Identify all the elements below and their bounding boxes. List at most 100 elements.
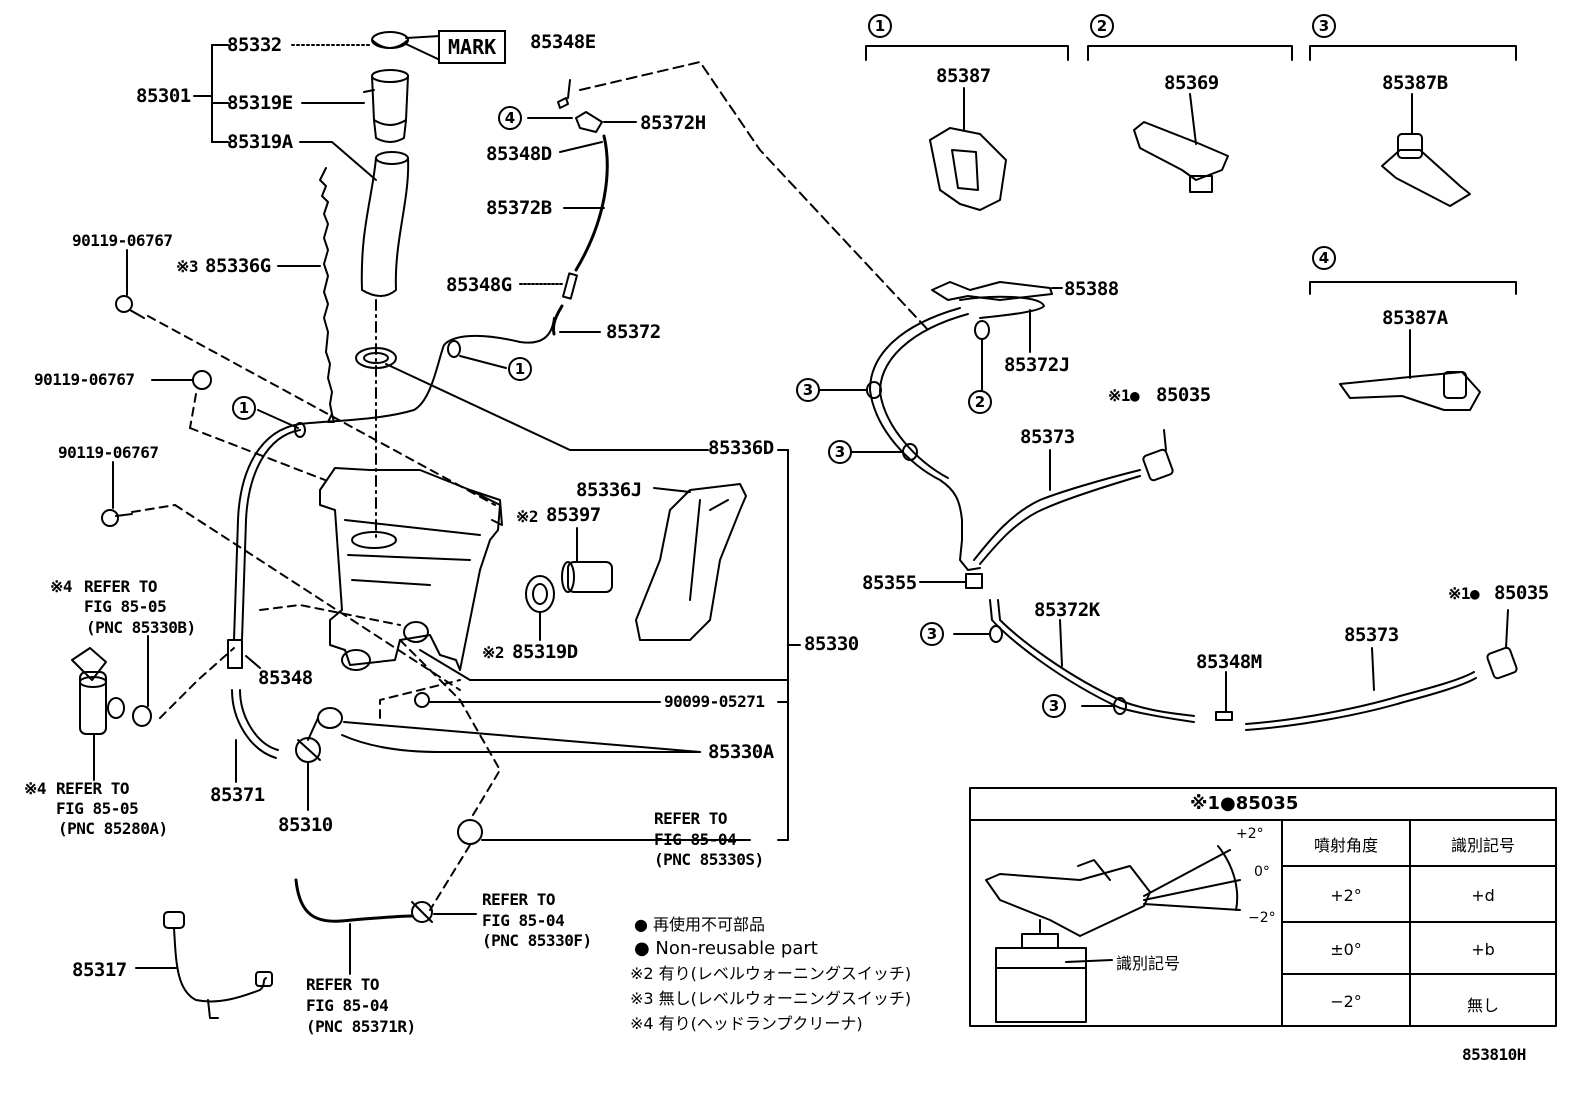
legend-nonreusable-en: ● Non-reusable part	[634, 938, 818, 959]
angle-label-mid: 0°	[1254, 864, 1270, 880]
part-label-85336J: 85336J	[576, 479, 642, 501]
callout-4-header: 4	[1312, 246, 1336, 270]
diagram-id: 853810H	[1462, 1045, 1526, 1064]
part-label-85372B: 85372B	[486, 197, 552, 219]
refer-85330F-l3: (PNC 85330F)	[482, 931, 592, 950]
callout-3-d: 3	[1042, 694, 1066, 718]
pump-85310	[295, 707, 343, 811]
part-label-85330A: 85330A	[708, 741, 774, 763]
switch-85397	[561, 527, 613, 593]
part-label-85317: 85317	[72, 959, 127, 981]
mark-box: MARK	[438, 30, 507, 64]
table-row-3-angle: −2°	[1330, 992, 1362, 1011]
marker-3: ※3	[176, 257, 199, 276]
part-label-90119-b: 90119-06767	[34, 370, 135, 389]
table-row-3-mark: 無し	[1466, 996, 1499, 1015]
callout-3-b: 3	[828, 440, 852, 464]
table-row-2-mark: +b	[1471, 940, 1495, 959]
marker-1b: ※1●	[1448, 584, 1480, 603]
nozzle-spec-table	[969, 787, 1557, 1027]
inlet-85319E	[301, 69, 409, 143]
part-label-85348E: 85348E	[530, 31, 596, 53]
part-label-85348D: 85348D	[486, 143, 552, 165]
part-label-85310: 85310	[278, 814, 333, 836]
callout-2-header: 2	[1090, 14, 1114, 38]
part-label-85387B: 85387B	[1382, 72, 1448, 94]
part-label-85373-a: 85373	[1020, 426, 1075, 448]
refer-85330F-l2: FIG 85-04	[482, 911, 565, 930]
part-label-85332: 85332	[227, 34, 282, 56]
screw-90119-c	[101, 461, 461, 691]
table-row-1-mark: +d	[1471, 886, 1495, 905]
clamp-85387B	[1381, 93, 1471, 207]
part-label-85348: 85348	[258, 667, 313, 689]
part-label-85369: 85369	[1164, 72, 1219, 94]
part-label-85330: 85330	[804, 633, 859, 655]
part-label-85397: 85397	[546, 504, 601, 526]
part-label-85387: 85387	[936, 65, 991, 87]
level-gauge-85336G	[277, 167, 335, 423]
callout-4-nozzle: 4	[498, 106, 522, 130]
callout-2-right: 2	[968, 390, 992, 414]
clamp-85387A	[1339, 329, 1481, 411]
bracket-85330	[419, 449, 801, 841]
part-label-90119-a: 90119-06767	[72, 231, 173, 250]
part-label-85319D: 85319D	[512, 641, 578, 663]
callout-1-hose-a: 1	[508, 357, 532, 381]
part-label-90119-c: 90119-06767	[58, 443, 159, 462]
washer-tank-85330	[319, 467, 503, 671]
refer-85330B-l1: REFER TO	[84, 577, 158, 596]
leader-85330A	[343, 721, 701, 753]
assembly-bracket-85301	[193, 44, 229, 143]
refer-85280A-l2: FIG 85-05	[56, 799, 139, 818]
part-label-85387A: 85387A	[1382, 307, 1448, 329]
part-label-85371: 85371	[210, 784, 265, 806]
part-label-85372J: 85372J	[1004, 354, 1070, 376]
cover-85336J	[635, 483, 747, 641]
legend-note-3: ※3 無し(レベルウォーニングスイッチ)	[630, 989, 912, 1008]
angle-label-top: +2°	[1236, 826, 1264, 842]
legend-note-4: ※4 有り(ヘッドランプクリーナ)	[630, 1014, 863, 1033]
refer-85371R-l1: REFER TO	[306, 975, 380, 994]
refer-85330B-l3: (PNC 85330B)	[86, 618, 196, 637]
marker-4a: ※4	[50, 577, 73, 596]
part-label-85372K: 85372K	[1034, 599, 1100, 621]
refer-85330S-l2: FIG 85-04	[654, 830, 737, 849]
legend-note-2: ※2 有り(レベルウォーニングスイッチ)	[630, 964, 912, 983]
refer-85330F-l1: REFER TO	[482, 890, 556, 909]
filler-tube-85319A	[299, 141, 410, 297]
part-label-90099: 90099-05271	[664, 692, 765, 711]
screw-90119-a	[115, 249, 496, 506]
table-title: ※1●85035	[1190, 793, 1299, 814]
motor-85330F	[411, 901, 477, 923]
callout-3-c: 3	[920, 622, 944, 646]
refer-85330S-l1: REFER TO	[654, 809, 728, 828]
cap-85332	[291, 31, 441, 61]
refer-85371R-l2: FIG 85-04	[306, 996, 389, 1015]
callout-3-a: 3	[796, 378, 820, 402]
refer-85330B-l2: FIG 85-05	[84, 597, 167, 616]
marker-2a: ※2	[516, 507, 539, 526]
table-row-1-angle: +2°	[1330, 886, 1362, 905]
clamp-85369	[1133, 93, 1229, 193]
clamp-groups-header	[865, 45, 1517, 295]
refer-85371R-l3: (PNC 85371R)	[306, 1017, 416, 1036]
part-label-85373-b: 85373	[1344, 624, 1399, 646]
part-label-85355: 85355	[862, 572, 917, 594]
marker-1a: ※1●	[1108, 386, 1140, 405]
headlamp-pump	[71, 635, 235, 781]
refer-85330S-l3: (PNC 85330S)	[654, 850, 764, 869]
part-label-85035-b: 85035	[1494, 582, 1549, 604]
part-label-85319A: 85319A	[227, 131, 293, 153]
nozzle-hose-set	[519, 61, 931, 336]
part-label-85319E: 85319E	[227, 92, 293, 114]
part-label-85301: 85301	[136, 85, 191, 107]
harness-85317	[135, 911, 273, 1019]
marker-4b: ※4	[24, 779, 47, 798]
part-label-85348M: 85348M	[1196, 651, 1262, 673]
part-label-85035-a: 85035	[1156, 384, 1211, 406]
callout-1-header: 1	[868, 14, 892, 38]
table-row-2-angle: ±0°	[1330, 940, 1362, 959]
ident-mark-label: 識別記号	[1116, 954, 1181, 973]
